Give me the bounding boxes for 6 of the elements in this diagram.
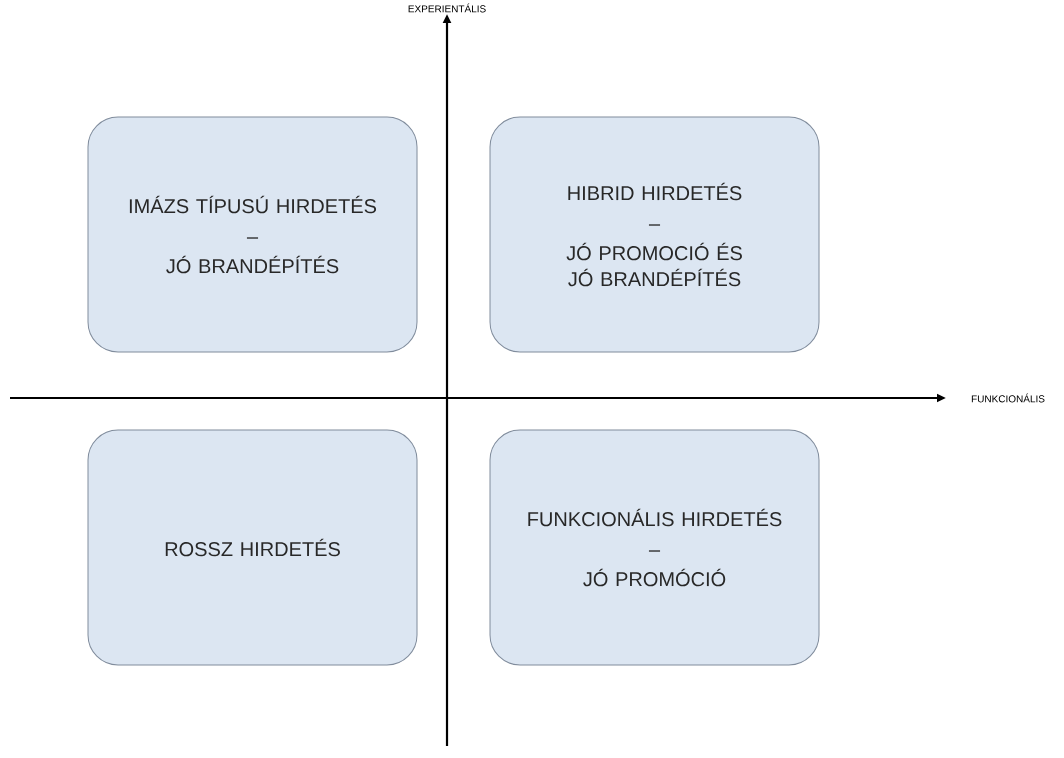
axis-label: FUNKCIONÁLIS (971, 393, 1045, 403)
axis-label: EXPERIENTÁLIS (408, 3, 486, 13)
quadrant-box: FUNKCIONÁLIS HIRDETÉS – JÓ PROMÓCIÓ (489, 429, 820, 666)
quadrant-box: IMÁZS TÍPUSÚ HIRDETÉS – JÓ BRANDÉPÍTÉS (87, 116, 418, 353)
quadrant-box: ROSSZ HIRDETÉS (87, 429, 418, 666)
quadrant-box: HIBRID HIRDETÉS – JÓ PROMOCIÓ ÉS JÓ BRANDÉPÍTÉS (489, 116, 820, 353)
